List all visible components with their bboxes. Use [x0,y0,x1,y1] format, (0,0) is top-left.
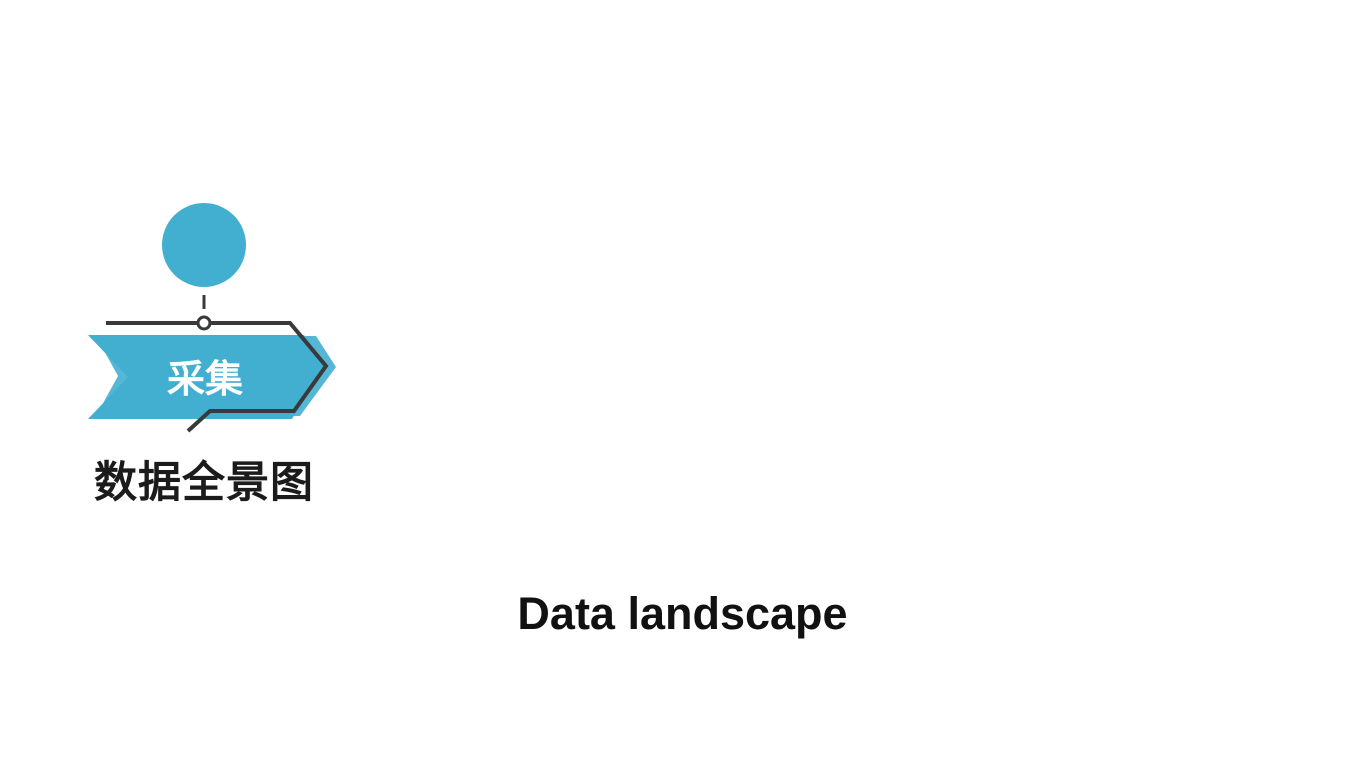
circle-node-icon [162,203,246,287]
caption: Data landscape [517,588,848,639]
stage-banner-label: 采集 [167,357,243,401]
pin-connector-icon [196,315,212,331]
banner-outline [106,321,329,433]
section-title: 数据全景图 [94,458,314,508]
stage-banner [88,335,326,419]
